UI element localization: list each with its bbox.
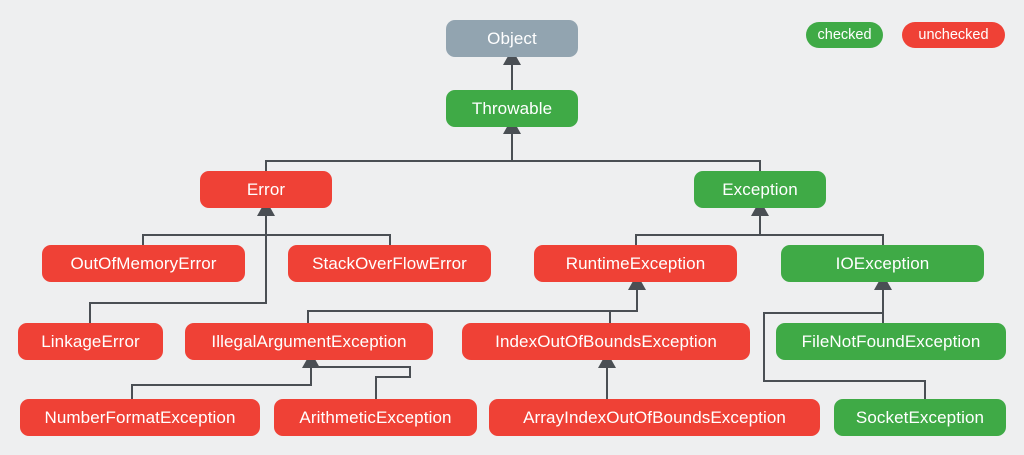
edge-illegal-argument-exception-to-runtime-exception	[307, 289, 638, 323]
edge-arithmetic-exception-to-illegal-argument-exception	[311, 366, 411, 399]
node-exception[interactable]: Exception	[694, 171, 826, 208]
edge-index-out-of-bounds-exception-to-runtime-exception	[609, 289, 638, 323]
legend-item-unchecked: unchecked	[902, 22, 1005, 48]
edge-out-of-memory-error-to-error	[142, 215, 267, 245]
node-linkage-error[interactable]: LinkageError	[18, 323, 163, 360]
node-object[interactable]: Object	[446, 20, 578, 57]
node-number-format-exception[interactable]: NumberFormatException	[20, 399, 260, 436]
node-array-index-out-of-bounds[interactable]: ArrayIndexOutOfBoundsException	[489, 399, 820, 436]
node-stack-overflow-error[interactable]: StackOverFlowError	[288, 245, 491, 282]
node-runtime-exception[interactable]: RuntimeException	[534, 245, 737, 282]
node-io-exception[interactable]: IOException	[781, 245, 984, 282]
node-arithmetic-exception[interactable]: ArithmeticException	[274, 399, 477, 436]
legend-item-checked: checked	[806, 22, 883, 48]
node-out-of-memory-error[interactable]: OutOfMemoryError	[42, 245, 245, 282]
node-throwable[interactable]: Throwable	[446, 90, 578, 127]
node-socket-exception[interactable]: SocketException	[834, 399, 1006, 436]
node-error[interactable]: Error	[200, 171, 332, 208]
node-file-not-found-exception[interactable]: FileNotFoundException	[776, 323, 1006, 360]
node-illegal-argument-exception[interactable]: IllegalArgumentException	[185, 323, 433, 360]
edge-stack-overflow-error-to-error	[265, 215, 391, 245]
edge-number-format-exception-to-illegal-argument-exception	[131, 367, 312, 399]
edge-exception-to-throwable	[511, 133, 761, 171]
edge-runtime-exception-to-exception	[635, 215, 761, 245]
node-index-out-of-bounds-exception[interactable]: IndexOutOfBoundsException	[462, 323, 750, 360]
edge-io-exception-to-exception	[759, 215, 884, 245]
edge-error-to-throwable	[265, 133, 513, 171]
